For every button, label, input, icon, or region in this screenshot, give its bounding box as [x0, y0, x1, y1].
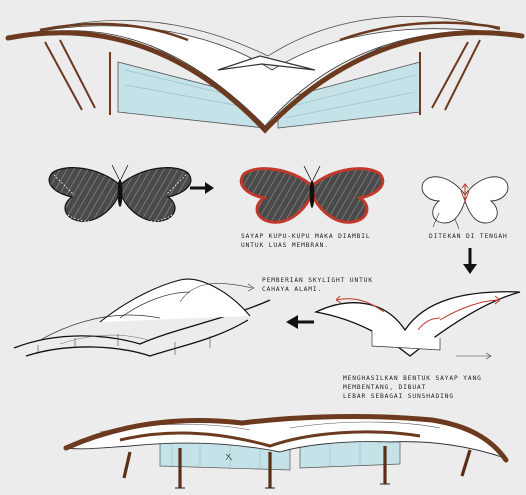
membrane-roof-top — [8, 26, 522, 126]
pressed-wing-sketch — [422, 177, 508, 229]
annotation-result: MENGHASILKAN BENTUK SAYAP YANG MEMBENTAN… — [343, 374, 523, 401]
arrow-down-icon — [463, 248, 477, 274]
annotation-skylight: PEMBERIAN SKYLIGHT UNTUK CAHAYA ALAMI. — [262, 276, 382, 294]
butterfly-outlined — [241, 166, 383, 222]
skylight-roof-sketch — [14, 279, 270, 356]
wing-shape-result — [316, 292, 520, 359]
building-perspective-bottom — [66, 416, 506, 488]
annotation-pressed-middle: DITEKAN DI TENGAH — [429, 232, 524, 241]
arrow-right-icon — [190, 182, 214, 194]
building-elevation-top — [8, 16, 522, 130]
butterfly-icon — [49, 165, 191, 221]
annotation-butterfly-wing: SAYAP KUPU-KUPU MAKA DIAMBIL UNTUK LUAS … — [241, 232, 411, 250]
arrow-left-icon — [286, 315, 314, 329]
